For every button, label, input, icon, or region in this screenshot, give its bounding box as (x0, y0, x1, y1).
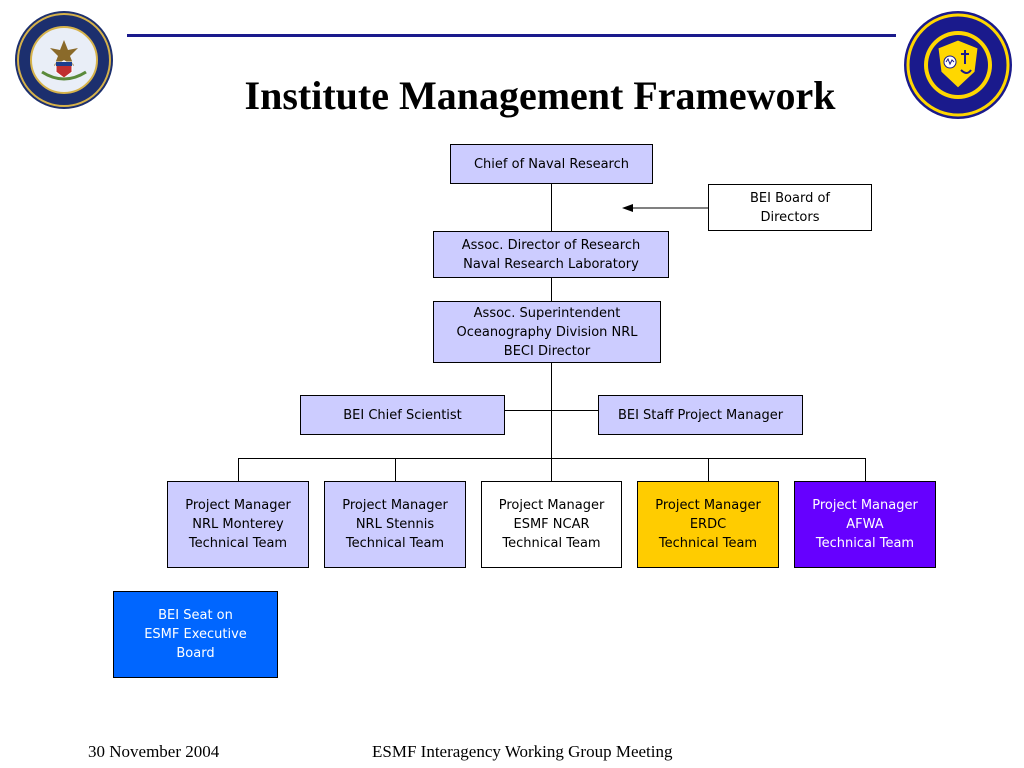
footer-date: 30 November 2004 (88, 742, 220, 761)
box-pm-erdc: Project Manager ERDC Technical Team (637, 481, 779, 568)
connector-superintendent-down (551, 363, 552, 459)
connector-team-ncar (551, 458, 552, 481)
title-rule (127, 34, 896, 37)
connector-scientist-to-pm (504, 410, 599, 411)
connector-team-afwa (865, 458, 866, 481)
box-assoc-superintendent: Assoc. Superintendent Oceanography Divis… (433, 301, 661, 363)
box-pm-afwa: Project Manager AFWA Technical Team (794, 481, 936, 568)
connector-team-monterey (238, 458, 239, 481)
connector-team-stennis (395, 458, 396, 481)
box-assoc-director-of-research: Assoc. Director of Research Naval Resear… (433, 231, 669, 278)
box-bei-staff-project-manager: BEI Staff Project Manager (598, 395, 803, 435)
box-bei-board-of-directors: BEI Board of Directors (708, 184, 872, 231)
dod-seal-logo (14, 10, 114, 110)
box-pm-esmf-ncar: Project Manager ESMF NCAR Technical Team (481, 481, 622, 568)
footer-event: ESMF Interagency Working Group Meeting (372, 742, 673, 761)
box-bei-chief-scientist: BEI Chief Scientist (300, 395, 505, 435)
board-arrow (622, 204, 708, 212)
box-pm-nrl-monterey: Project Manager NRL Monterey Technical T… (167, 481, 309, 568)
box-chief-of-naval-research: Chief of Naval Research (450, 144, 653, 184)
nrl-seal-logo (903, 10, 1013, 120)
box-bei-seat-esmf-executive-board: BEI Seat on ESMF Executive Board (113, 591, 278, 678)
connector-team-erdc (708, 458, 709, 481)
slide-title: Institute Management Framework (244, 73, 836, 118)
box-pm-nrl-stennis: Project Manager NRL Stennis Technical Te… (324, 481, 466, 568)
